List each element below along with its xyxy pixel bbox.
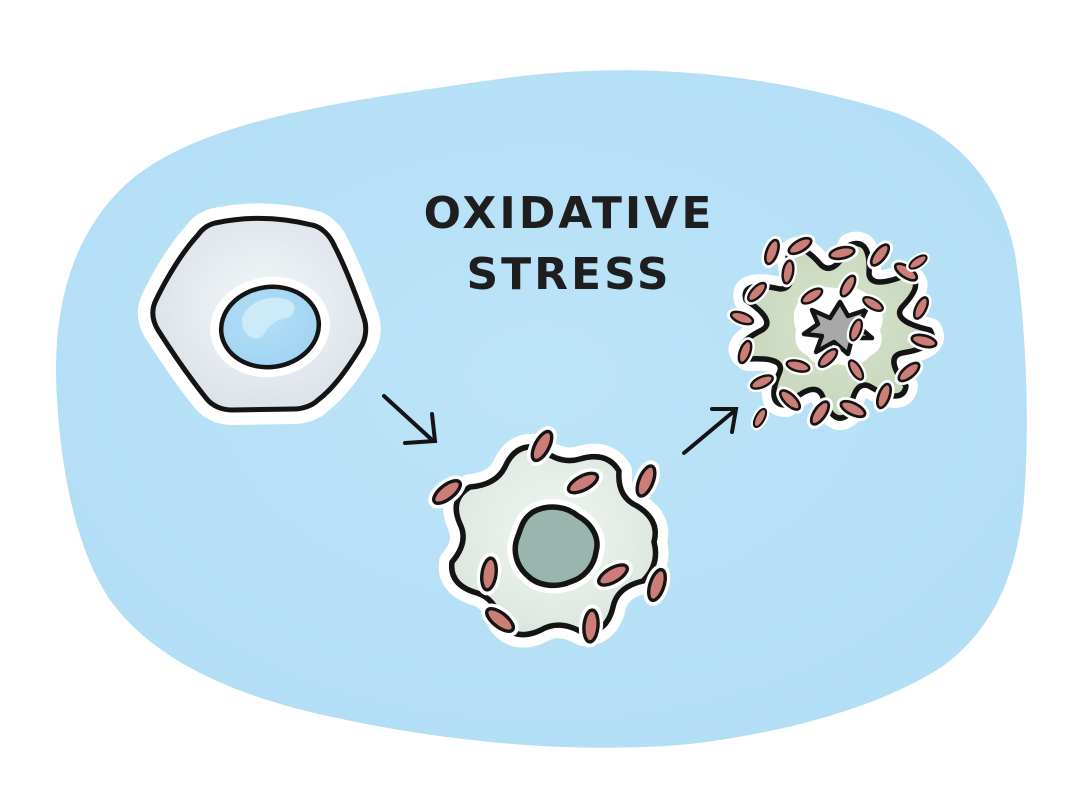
ros-particle-icon [828, 245, 856, 262]
ros-particle-icon [582, 608, 600, 643]
title-line-2: STRESS [466, 249, 672, 300]
healthy-nucleus [218, 284, 322, 370]
arrow-up-right-icon [682, 407, 739, 455]
title-line-1: OXIDATIVE [423, 188, 715, 239]
healthy-nucleus-highlight [242, 297, 295, 339]
stressed-cell-icon [429, 427, 669, 643]
page-title: OXIDATIVE STRESS [398, 183, 740, 305]
stressed-nucleus [512, 504, 600, 589]
arrow-down-right-icon [382, 394, 438, 445]
ros-particle-icon [479, 556, 499, 592]
healthy-cell-icon [137, 203, 381, 425]
damaged-cell-icon [729, 234, 944, 429]
ros-particle-icon [781, 259, 796, 285]
